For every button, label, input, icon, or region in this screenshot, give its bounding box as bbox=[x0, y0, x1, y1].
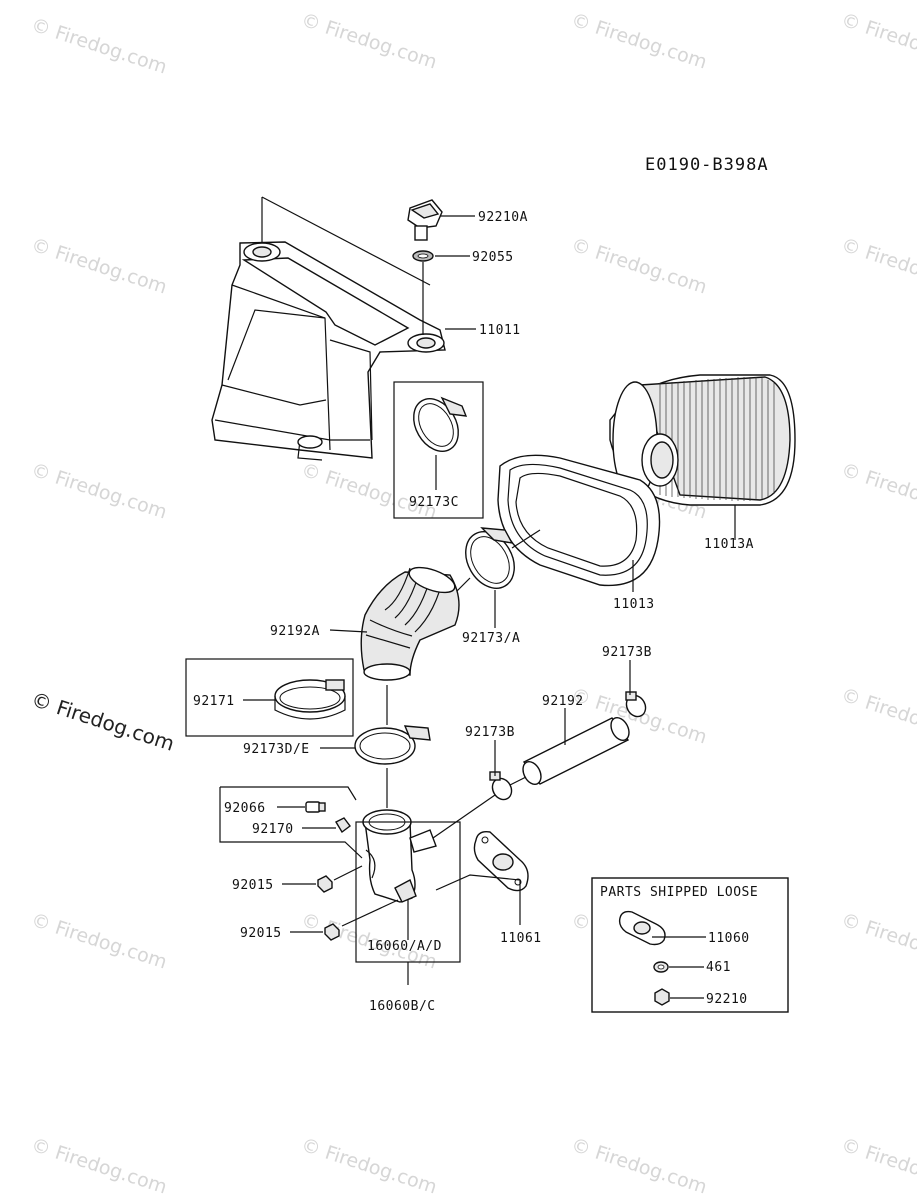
watermark: © Firedog.com bbox=[838, 909, 917, 974]
air-cleaner-cover bbox=[211, 241, 446, 461]
leader-line bbox=[432, 794, 496, 839]
part-label-92192: 92192 bbox=[542, 694, 584, 709]
watermark: © Firedog.com bbox=[568, 1134, 709, 1199]
watermark: © Firedog.com bbox=[568, 234, 709, 299]
adaptor-part bbox=[362, 809, 437, 903]
watermark: © Firedog.com bbox=[28, 14, 169, 79]
nut-part bbox=[324, 923, 340, 941]
leader-line bbox=[261, 196, 431, 286]
copyright-watermark: © Firedog.com bbox=[28, 687, 177, 756]
leader-line bbox=[511, 529, 541, 549]
part-label-92015-lower: 92015 bbox=[240, 926, 282, 941]
watermark: © Firedog.com bbox=[838, 1134, 917, 1199]
diagram-code: E0190-B398A bbox=[645, 155, 769, 175]
nut-part bbox=[654, 988, 670, 1006]
part-label-92173B-mid: 92173B bbox=[465, 725, 515, 740]
part-label-16060BC: 16060B/C bbox=[369, 999, 436, 1014]
clamp-box bbox=[393, 381, 484, 519]
hose-clamp-part bbox=[465, 527, 515, 589]
washer-part bbox=[653, 961, 669, 973]
part-label-92173C: 92173C bbox=[409, 495, 459, 510]
nut-part bbox=[317, 875, 333, 893]
hose-clamp-part bbox=[354, 725, 431, 765]
watermark: © Firedog.com bbox=[298, 459, 439, 524]
parts-shipped-loose-box bbox=[591, 877, 789, 1013]
small-clamp-part bbox=[489, 771, 513, 801]
part-label-92173A: 92173/A bbox=[462, 631, 520, 646]
part-label-92192A: 92192A bbox=[270, 624, 320, 639]
bracket-line bbox=[220, 786, 357, 801]
watermark: © Firedog.com bbox=[838, 9, 917, 74]
leader-line bbox=[329, 629, 368, 633]
part-label-11061: 11061 bbox=[500, 931, 542, 946]
watermark: © Firedog.com bbox=[28, 234, 169, 299]
band-box bbox=[185, 658, 354, 737]
parts-shipped-loose-title: PARTS SHIPPED LOOSE bbox=[600, 885, 758, 900]
part-label-11060: 11060 bbox=[708, 931, 750, 946]
part-label-92015-upper: 92015 bbox=[232, 878, 274, 893]
part-label-92171: 92171 bbox=[193, 694, 235, 709]
clip-part bbox=[335, 817, 351, 834]
leader-line bbox=[341, 899, 399, 927]
watermark: © Firedog.com bbox=[568, 9, 709, 74]
watermark: © Firedog.com bbox=[298, 1134, 439, 1199]
leader-line bbox=[333, 865, 363, 881]
leader-line bbox=[435, 874, 521, 925]
small-clamp-part bbox=[625, 691, 647, 718]
part-label-92173B-top: 92173B bbox=[602, 645, 652, 660]
part-label-92210: 92210 bbox=[706, 992, 748, 1007]
part-label-92170: 92170 bbox=[252, 822, 294, 837]
part-label-92210A: 92210A bbox=[478, 210, 528, 225]
wing-nut-part bbox=[407, 199, 443, 241]
bracket-line bbox=[219, 787, 363, 859]
watermark: © Firedog.com bbox=[28, 459, 169, 524]
elbow-duct-part bbox=[360, 566, 460, 681]
part-label-92066: 92066 bbox=[224, 801, 266, 816]
part-label-11013A: 11013A bbox=[704, 537, 754, 552]
watermark: © Firedog.com bbox=[28, 1134, 169, 1199]
stud-part bbox=[305, 801, 326, 813]
watermark: © Firedog.com bbox=[28, 909, 169, 974]
watermark-layer: © Firedog.com © Firedog.com © Firedog.co… bbox=[28, 9, 917, 1199]
watermark: © Firedog.com bbox=[838, 459, 917, 524]
hose-clamp-part bbox=[413, 396, 468, 452]
part-label-11013: 11013 bbox=[613, 597, 655, 612]
gasket-part bbox=[473, 830, 529, 892]
part-label-92055: 92055 bbox=[472, 250, 514, 265]
hose-band-part bbox=[274, 679, 346, 720]
filter-element-part bbox=[609, 374, 796, 506]
leader-line bbox=[509, 776, 527, 786]
hose-part bbox=[522, 717, 630, 785]
gasket-part bbox=[618, 910, 666, 946]
part-label-92173DE: 92173D/E bbox=[243, 742, 310, 757]
part-label-11011: 11011 bbox=[479, 323, 521, 338]
part-label-461: 461 bbox=[706, 960, 731, 975]
part-label-16060AD: 16060/A/D bbox=[367, 939, 442, 954]
watermark: © Firedog.com bbox=[838, 684, 917, 749]
watermark: © Firedog.com bbox=[298, 9, 439, 74]
watermark: © Firedog.com bbox=[838, 234, 917, 299]
